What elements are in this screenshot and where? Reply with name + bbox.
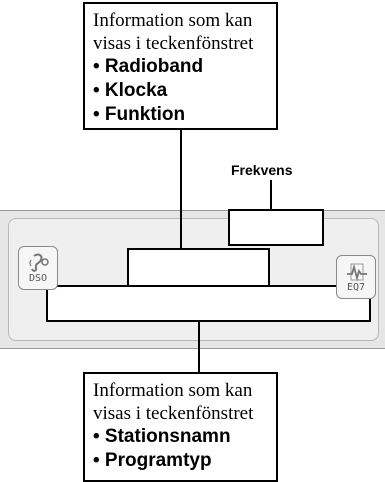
top-callout-line: Information som kan [93, 10, 253, 31]
top-info-callout: Information som kan visas i teckenfönstr… [83, 2, 278, 130]
band-clock-display-segment [127, 248, 270, 290]
bottom-callout-bullet: • Programtyp [93, 450, 212, 471]
dso-button-label: DSO [28, 273, 48, 284]
top-callout-line: visas i teckenfönstret [93, 33, 254, 54]
top-callout-bullet: • Funktion [93, 104, 186, 125]
eq7-button[interactable]: EQ7 [336, 255, 376, 299]
bottom-info-callout: Information som kan visas i teckenfönstr… [83, 372, 278, 482]
eq7-button-label: EQ7 [346, 282, 366, 293]
dso-button[interactable]: DSO [18, 246, 58, 290]
top-callout-bullet: • Radioband [93, 56, 204, 77]
bottom-callout-bullet: • Stationsnamn [93, 426, 231, 447]
eq7-icon [347, 263, 367, 282]
dso-icon [29, 253, 49, 272]
callout-line-top [180, 130, 182, 250]
callout-line-frequency [270, 180, 272, 210]
frequency-label: Frekvens [231, 162, 293, 178]
station-name-display-segment [46, 285, 371, 322]
bottom-callout-line: Information som kan [93, 380, 253, 401]
frequency-display-segment [228, 209, 324, 246]
top-callout-bullet: • Klocka [93, 80, 168, 101]
bottom-callout-line: visas i teckenfönstret [93, 403, 254, 424]
callout-line-bottom [198, 322, 200, 373]
